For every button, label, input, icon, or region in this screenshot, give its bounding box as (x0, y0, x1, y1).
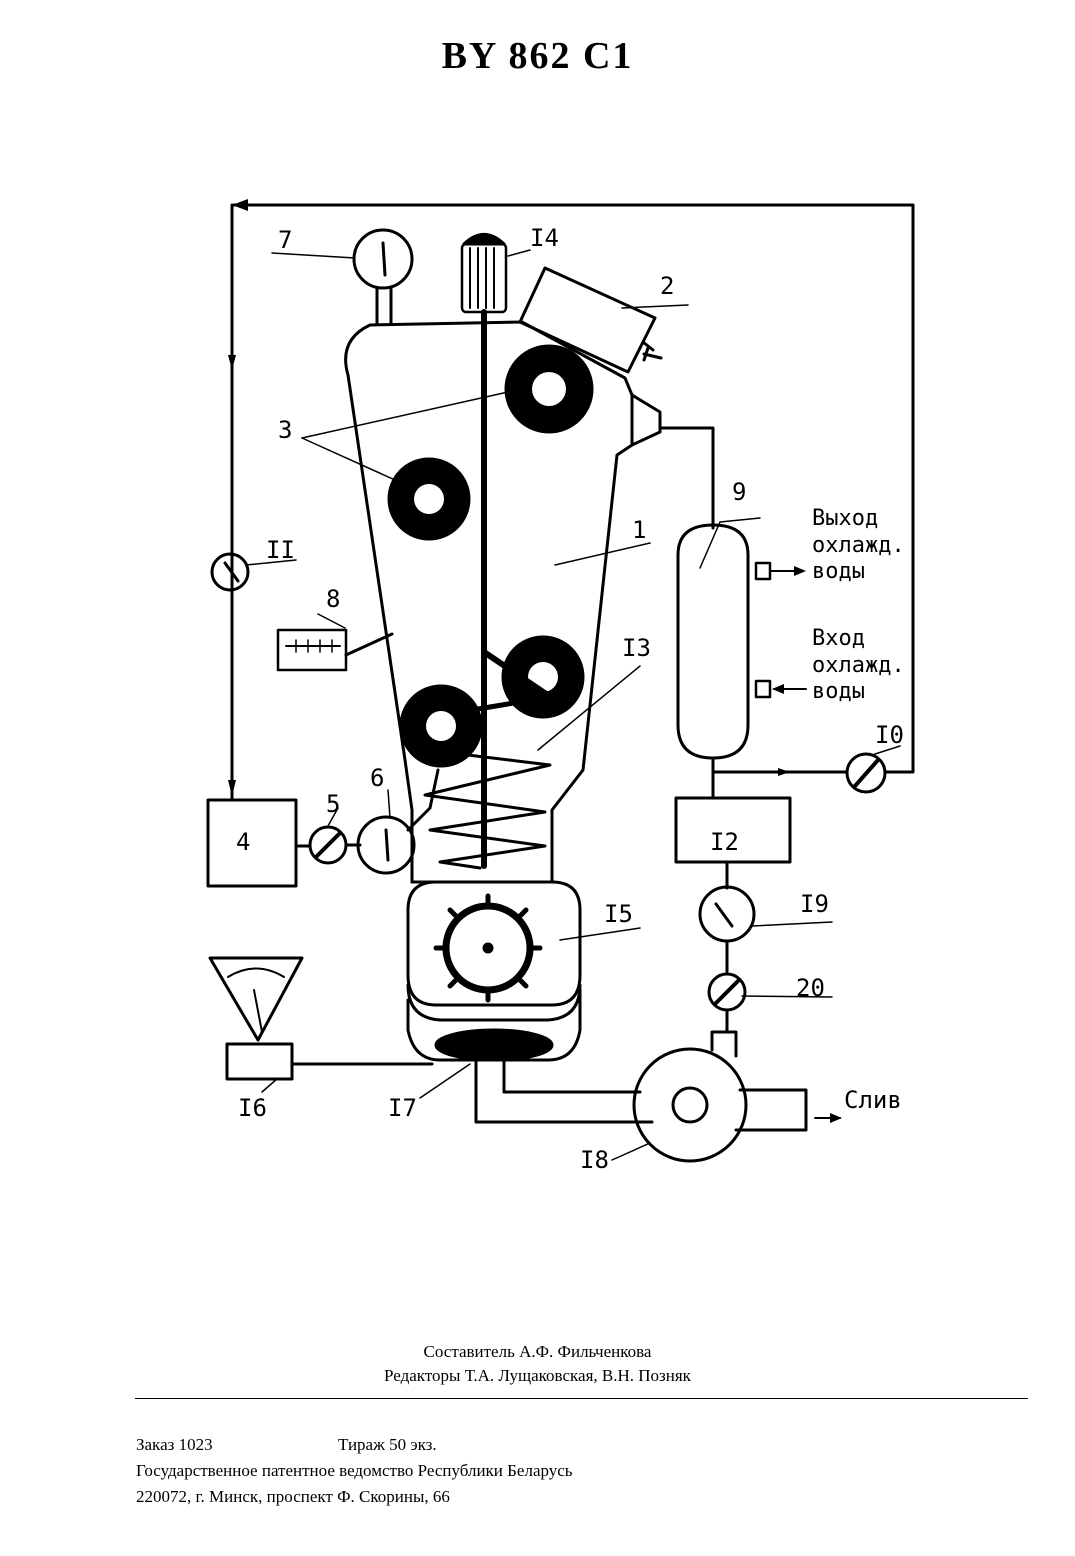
thermometer-8 (278, 630, 392, 670)
grinder-15 (408, 882, 580, 1060)
order-number: Заказ 1023 (136, 1432, 338, 1458)
compiler-credit: Составитель А.Ф. Фильченкова (0, 1340, 1075, 1364)
label-12: I2 (710, 828, 739, 856)
svg-text:охлажд.: охлажд. (812, 533, 905, 558)
roller-group (389, 346, 592, 766)
label-1: 1 (632, 516, 646, 544)
label-16: I6 (238, 1094, 267, 1122)
label-9: 9 (732, 478, 746, 506)
svg-text:воды: воды (812, 679, 865, 704)
label-15: I5 (604, 900, 633, 928)
label-4: 4 (236, 828, 250, 856)
label-18: I8 (580, 1146, 609, 1174)
pump-18 (634, 1049, 746, 1161)
svg-text:Вход: Вход (812, 626, 865, 651)
recirculation-line (228, 199, 913, 798)
editors-credit: Редакторы Т.А. Лущаковская, В.Н. Позняк (0, 1364, 1075, 1388)
patent-office: Государственное патентное ведомство Респ… (136, 1458, 573, 1484)
drain-label: Слив (844, 1086, 902, 1114)
svg-text:охлажд.: охлажд. (812, 653, 905, 678)
vessel-body (346, 322, 660, 882)
label-10: I0 (875, 721, 904, 749)
label-7: 7 (278, 226, 292, 254)
label-13: I3 (622, 634, 651, 662)
label-17: I7 (388, 1094, 417, 1122)
circulation: Тираж 50 экз. (338, 1432, 437, 1458)
svg-text:воды: воды (812, 559, 865, 584)
pressure-gauge-11 (212, 554, 248, 590)
inlet-water-label: Вход охлажд. воды (812, 626, 905, 704)
motor-14 (462, 235, 506, 313)
label-19: I9 (800, 890, 829, 918)
label-14: I4 (530, 224, 559, 252)
outlet-water-label: Выход охлажд. воды (812, 506, 905, 584)
label-11: II (266, 536, 295, 564)
label-6: 6 (370, 764, 384, 792)
label-3: 3 (278, 416, 292, 444)
pressure-gauge-7 (354, 230, 412, 323)
moisture-indicator-16 (210, 958, 432, 1079)
valve-10 (847, 754, 885, 792)
pressure-gauge-19 (700, 887, 754, 941)
divider-rule (135, 1398, 1028, 1399)
svg-text:Выход: Выход (812, 506, 878, 531)
label-2: 2 (660, 272, 674, 300)
label-20: 20 (796, 974, 825, 1002)
imprint-block: Заказ 1023Тираж 50 экз. Государственное … (136, 1432, 573, 1510)
label-8: 8 (326, 585, 340, 613)
office-address: 220072, г. Минск, проспект Ф. Скорины, 6… (136, 1484, 573, 1510)
label-5: 5 (326, 790, 340, 818)
